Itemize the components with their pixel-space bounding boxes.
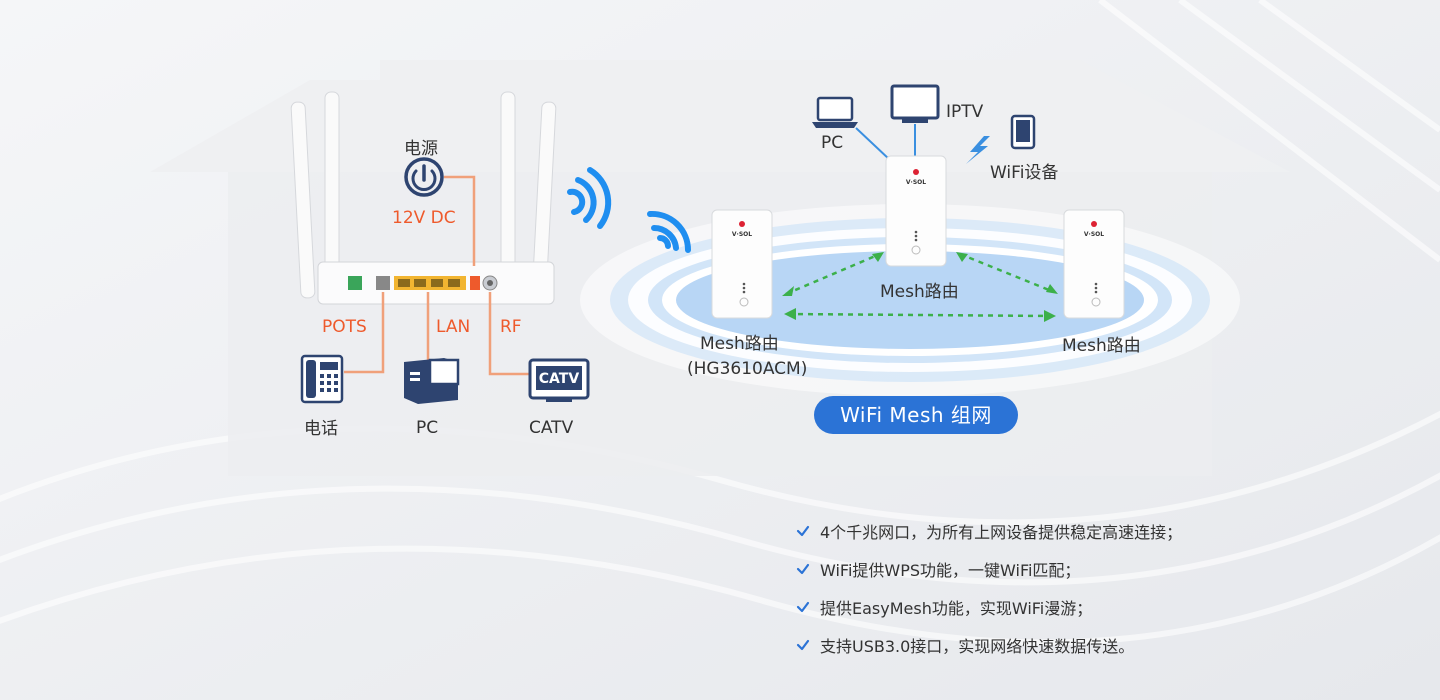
power-icon bbox=[404, 157, 444, 197]
mesh-router-right: V·SOL bbox=[1063, 209, 1125, 319]
lightning-icon bbox=[966, 136, 990, 164]
feature-item: 提供EasyMesh功能，实现WiFi漫游； bbox=[796, 588, 1182, 626]
check-icon bbox=[796, 601, 810, 613]
feature-item: 4个千兆网口，为所有上网设备提供稳定高速连接； bbox=[796, 512, 1182, 550]
mesh-router-left: V·SOL bbox=[711, 209, 773, 319]
mesh-main-label: Mesh路由 bbox=[880, 282, 959, 302]
wifi-mesh-badge: WiFi Mesh 组网 bbox=[814, 396, 1018, 434]
mesh-client-pc-label: PC bbox=[821, 133, 844, 153]
dc-label: 12V DC bbox=[392, 208, 456, 228]
wires bbox=[344, 175, 530, 376]
feature-text: WiFi提供WPS功能，一键WiFi匹配； bbox=[820, 561, 1081, 580]
ont-router bbox=[290, 91, 557, 305]
mesh-left-label: Mesh路由 bbox=[700, 334, 779, 354]
phone-label: 电话 bbox=[304, 419, 338, 439]
pc-label: PC bbox=[416, 418, 439, 438]
svg-text:V·SOL: V·SOL bbox=[906, 179, 926, 186]
catv-screen-text: CATV bbox=[539, 371, 580, 387]
client-lines bbox=[855, 124, 916, 161]
mesh-router-main: V·SOL bbox=[885, 155, 947, 267]
wifi-signal-icon bbox=[567, 167, 612, 229]
mesh-links bbox=[785, 252, 1055, 318]
mesh-client-iptv-label: IPTV bbox=[946, 102, 984, 122]
feature-text: 4个千兆网口，为所有上网设备提供稳定高速连接； bbox=[820, 523, 1183, 542]
mesh-right-label: Mesh路由 bbox=[1062, 336, 1141, 356]
feature-text: 提供EasyMesh功能，实现WiFi漫游； bbox=[820, 599, 1093, 618]
check-icon bbox=[796, 563, 810, 575]
pc-tower-icon bbox=[404, 358, 460, 404]
feature-text: 支持USB3.0接口，实现网络快速数据传送。 bbox=[820, 637, 1135, 656]
catv-tv-icon bbox=[528, 358, 590, 402]
svg-text:V·SOL: V·SOL bbox=[1084, 231, 1104, 238]
iptv-monitor-icon bbox=[890, 84, 940, 123]
feature-item: 支持USB3.0接口，实现网络快速数据传送。 bbox=[796, 626, 1182, 664]
mesh-link-arrows bbox=[782, 252, 1058, 322]
phone-icon bbox=[300, 354, 344, 404]
mesh-client-wifi-label: WiFi设备 bbox=[990, 163, 1059, 183]
tablet-icon bbox=[1010, 114, 1036, 150]
check-icon bbox=[796, 525, 810, 537]
svg-text:V·SOL: V·SOL bbox=[732, 231, 752, 238]
laptop-icon bbox=[812, 96, 858, 128]
lan-label: LAN bbox=[436, 317, 471, 337]
check-icon bbox=[796, 639, 810, 651]
catv-label: CATV bbox=[529, 418, 574, 438]
mesh-left-model: (HG3610ACM) bbox=[687, 359, 808, 379]
mesh-wifi-signal-icon bbox=[647, 210, 692, 253]
feature-item: WiFi提供WPS功能，一键WiFi匹配； bbox=[796, 550, 1182, 588]
rf-label: RF bbox=[500, 317, 522, 337]
power-label: 电源 bbox=[404, 139, 438, 159]
feature-list: 4个千兆网口，为所有上网设备提供稳定高速连接； WiFi提供WPS功能，一键Wi… bbox=[796, 512, 1182, 664]
pots-label: POTS bbox=[322, 317, 367, 337]
